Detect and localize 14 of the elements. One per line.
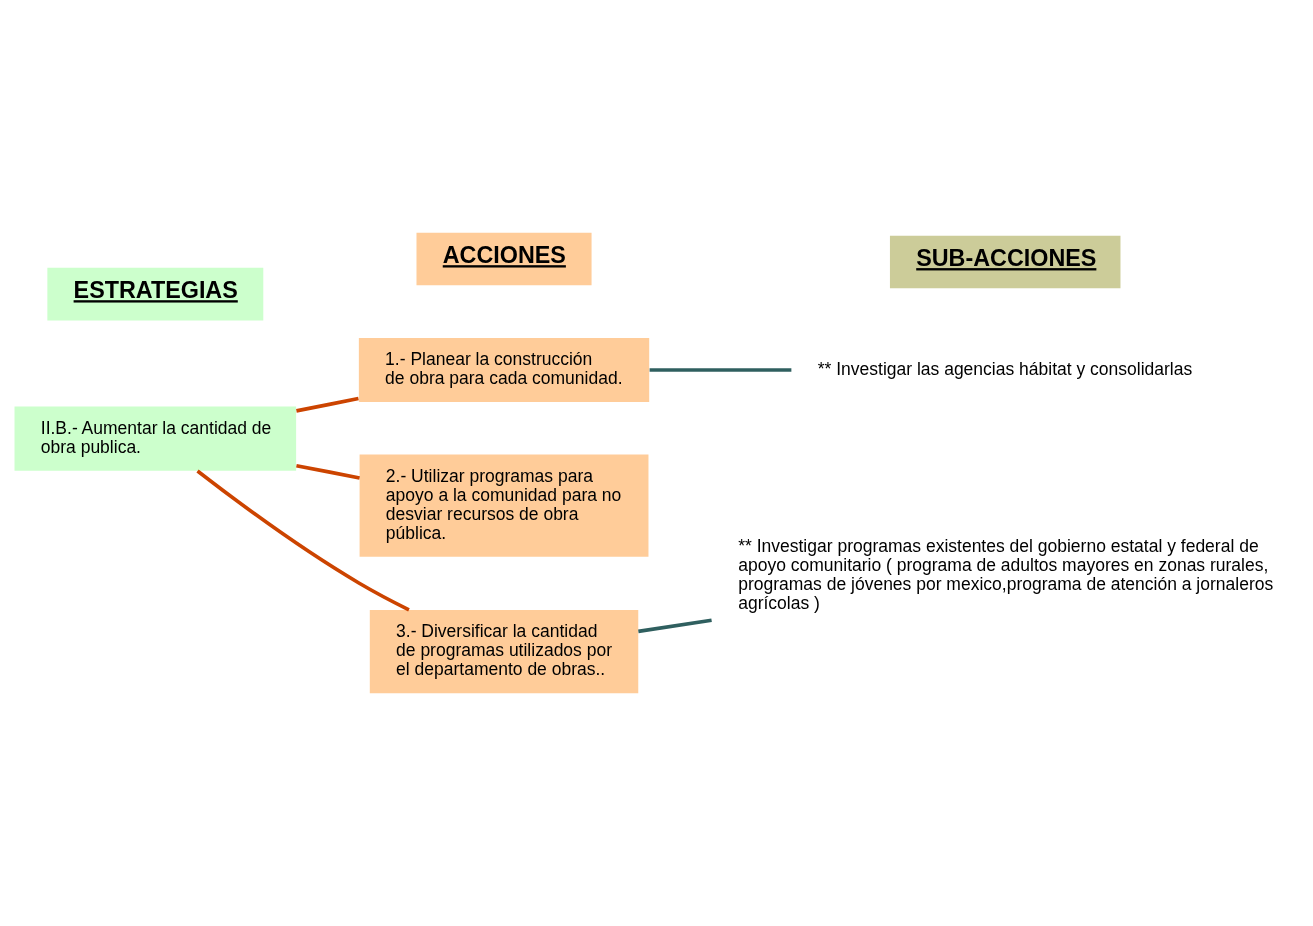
node-box: 1.- Planear la construcción de obra para cada comunidad.	[358, 337, 650, 403]
node-box: ACCIONES	[416, 232, 592, 286]
node-text: ** Investigar programas existentes del gobierno estatal y federal de apoyo comunitario ( programa de adultos mayores en zonas rurales, programas de jóvenes por mexico,programa de atención a jornaleros agrícolas )	[738, 535, 1274, 613]
node-box: ESTRATEGIAS	[47, 267, 264, 321]
node-box: II.B.- Aumentar la cantidad de obra publica.	[14, 406, 297, 471]
node-text: ** Investigar las agencias hábitat y consolidarlas	[817, 358, 1193, 379]
node-box: 3.- Diversificar la cantidad de programas utilizados por el departamento de obras..	[369, 610, 639, 694]
connector	[296, 463, 360, 480]
node-box: 2.- Utilizar programas para apoyo a la comunidad para no desviar recursos de obra pública.	[359, 454, 649, 557]
node-box: SUB-ACCIONES	[889, 235, 1121, 289]
connector	[196, 469, 410, 612]
connector	[638, 618, 712, 634]
connector	[296, 396, 359, 413]
connector	[649, 368, 792, 372]
